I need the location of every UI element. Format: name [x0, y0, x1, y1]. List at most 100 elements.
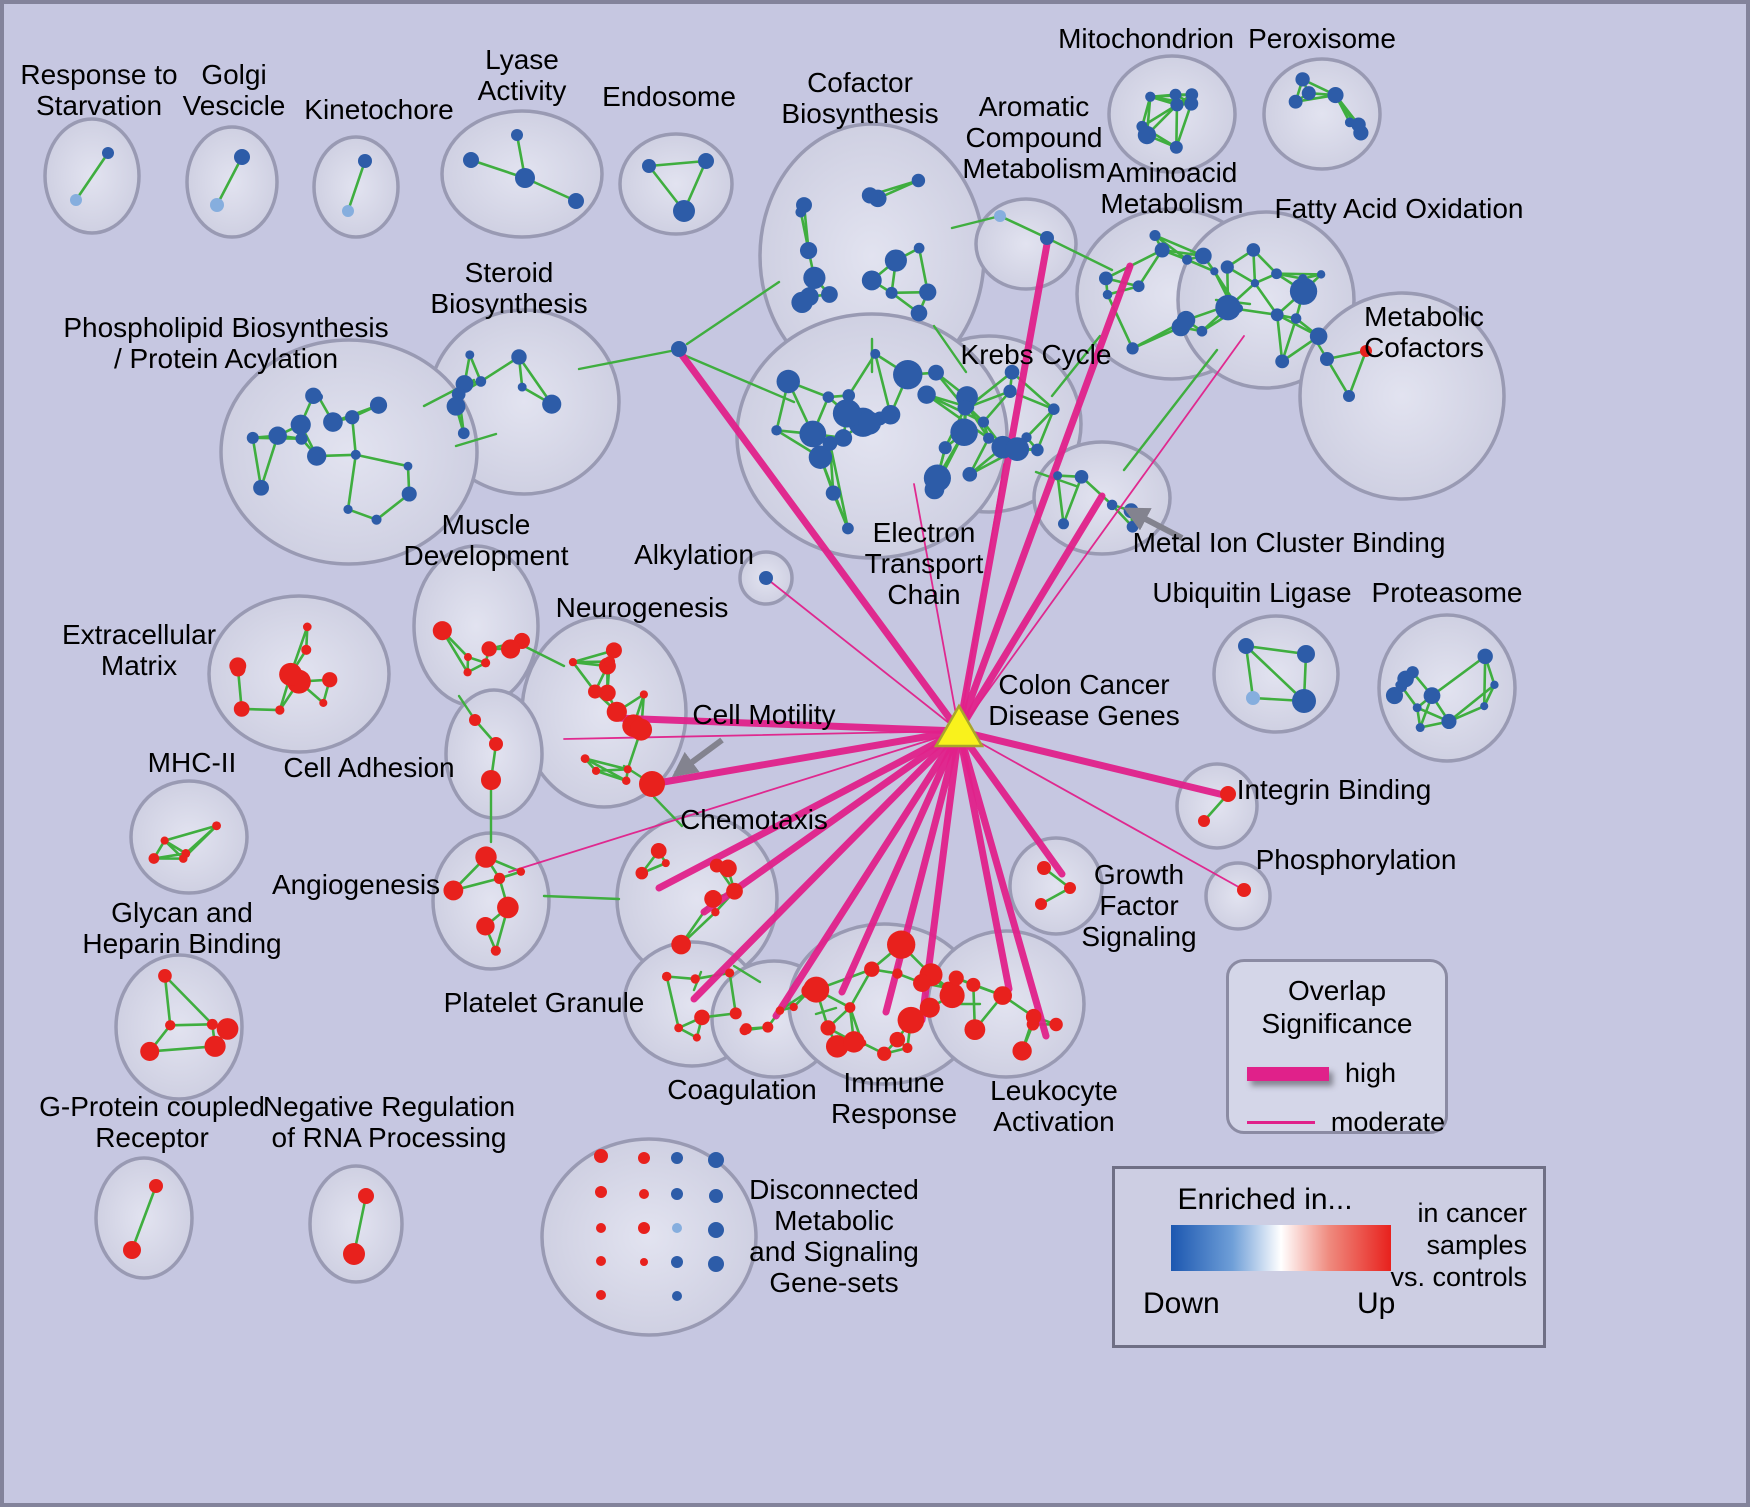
enrichment-note-line2: samples — [1426, 1230, 1527, 1260]
cluster-label-glycan-heparin-binding-line: Glycan and — [111, 897, 253, 928]
gene-set-node-integrin-binding — [1220, 786, 1236, 802]
gene-set-node-disconnected-genesets — [596, 1256, 606, 1266]
gene-set-node-electron-transport-chain — [825, 485, 841, 501]
cluster-label-neurogenesis-line: Neurogenesis — [556, 592, 729, 623]
cluster-label-leukocyte-activation-line: Leukocyte — [990, 1075, 1118, 1106]
gene-set-node-electron-transport-chain — [822, 391, 835, 403]
cluster-label-alkylation-line: Alkylation — [634, 539, 754, 570]
gene-set-node-response-to-starvation — [70, 194, 82, 206]
gene-set-node-chemotaxis — [635, 866, 649, 880]
cluster-edge-glycan-heparin-binding — [163, 974, 214, 1026]
gene-set-node-immune-response — [889, 1031, 906, 1048]
gene-set-node-aminoacid-metabolism — [1196, 325, 1208, 337]
gene-set-node-immune-response — [877, 1046, 892, 1061]
gene-set-node-cell-adhesion — [489, 737, 503, 751]
hub-link-high — [648, 727, 963, 788]
cluster-edge-ubiquitin-ligase — [1244, 644, 1306, 703]
gene-set-node-phospholipid-biosynthesis — [307, 446, 327, 466]
gene-set-node-proteasome — [1477, 648, 1493, 665]
gene-set-node-aminoacid-metabolism — [1102, 289, 1113, 300]
gene-set-node-immune-response — [919, 997, 940, 1018]
cluster-label-phospholipid-biosynthesis: Phospholipid Biosynthesis/ Protein Acyla… — [63, 312, 388, 374]
gene-set-node-lyase-activity — [568, 193, 584, 209]
enrichment-up-label: Up — [1357, 1287, 1396, 1320]
gene-set-node-immune-response — [902, 1042, 913, 1054]
hub-link-moderate — [958, 730, 1245, 891]
cluster-label-aromatic-compound-metabolism-line: Compound — [966, 122, 1103, 153]
cluster-label-aromatic-compound-metabolism-line: Metabolism — [962, 153, 1105, 184]
hub-link-high — [700, 727, 963, 916]
gene-set-node-ubiquitin-ligase — [1292, 689, 1316, 713]
gene-set-node-immune-response — [843, 1031, 865, 1053]
gene-set-node-connector — [639, 771, 665, 797]
cluster-edge-response-to-starvation — [74, 151, 110, 202]
cluster-edge-aminoacid-metabolism — [1104, 248, 1164, 280]
gene-set-node-mhc-ii — [148, 853, 160, 864]
gene-set-node-phospholipid-biosynthesis — [305, 387, 322, 404]
gene-set-node-proteasome — [1385, 686, 1404, 705]
gene-set-node-glycan-heparin-binding — [158, 969, 172, 983]
gene-set-node-angiogenesis — [497, 896, 519, 919]
cluster-edge-aminoacid-metabolism — [1153, 234, 1205, 258]
gene-set-node-proteasome — [1412, 703, 1422, 713]
gene-set-node-extracellular-matrix — [301, 644, 312, 655]
gene-set-node-metal-ion-cluster-binding — [1106, 499, 1118, 511]
gene-set-node-krebs-cycle — [1004, 364, 1020, 380]
gene-set-node-alkylation — [759, 571, 773, 585]
cluster-edge-platelet-granule — [728, 971, 738, 1015]
hub-link-moderate — [765, 577, 960, 732]
cluster-edge-krebs-cycle — [1025, 407, 1056, 439]
gene-set-node-cofactor-biosynthesis — [821, 286, 838, 303]
gene-set-node-immune-response — [897, 1006, 925, 1034]
gene-set-node-fatty-acid-oxidation — [1246, 243, 1261, 257]
gene-set-node-electron-transport-chain — [880, 405, 901, 425]
gene-set-node-electron-transport-chain — [808, 445, 833, 469]
moderate-significance-line-swatch — [1247, 1121, 1315, 1124]
inter-cluster-edge — [950, 214, 1002, 230]
gene-set-node-metabolic-cofactors — [1360, 345, 1372, 357]
inter-cluster-edge — [522, 644, 566, 668]
cluster-label-peroxisome: Peroxisome — [1248, 23, 1396, 54]
legend-significance-title: Overlap Significance — [1262, 974, 1413, 1040]
gene-set-node-chemotaxis — [704, 890, 722, 908]
gene-set-node-metabolic-cofactors — [1320, 352, 1334, 366]
gene-set-node-disconnected-genesets — [671, 1152, 683, 1164]
cluster-label-response-to-starvation-line: Response to — [20, 59, 177, 90]
gene-set-node-proteasome — [1406, 666, 1419, 679]
cluster-label-electron-transport-chain-line: Chain — [887, 579, 960, 610]
gene-set-node-krebs-cycle — [1005, 437, 1030, 462]
hub-link-high — [955, 727, 1050, 1040]
legend-row-high: high — [1229, 1058, 1445, 1089]
gene-set-node-electron-transport-chain — [822, 436, 838, 451]
gene-set-node-fatty-acid-oxidation — [1220, 260, 1234, 274]
enrichment-gradient-bar — [1171, 1225, 1391, 1271]
gene-set-node-steroid-biosynthesis — [511, 349, 527, 365]
gene-set-node-chemotaxis — [726, 882, 743, 900]
gene-set-node-glycan-heparin-binding — [140, 1041, 160, 1061]
cluster-edge-fatty-acid-oxidation — [1275, 272, 1323, 276]
cluster-label-g-protein-coupled-receptor-line: G-Protein coupled — [39, 1091, 265, 1122]
cluster-label-coagulation-line: Coagulation — [667, 1074, 816, 1105]
gene-set-node-cell-adhesion — [469, 714, 481, 726]
cluster-edge-fatty-acid-oxidation — [1253, 281, 1279, 317]
cluster-ellipse-disconnected-genesets — [540, 1137, 758, 1337]
gene-set-node-fatty-acid-oxidation — [1289, 277, 1318, 305]
cluster-label-golgi-vescicle-line: Vescicle — [183, 90, 286, 121]
gene-set-node-electron-transport-chain — [857, 411, 882, 435]
gene-set-node-metal-ion-cluster-binding — [1053, 471, 1063, 481]
cluster-edge-aromatic-compound-metabolism — [998, 214, 1049, 240]
cluster-ellipse-glycan-heparin-binding — [114, 953, 244, 1101]
cluster-ellipse-phosphorylation — [1204, 861, 1272, 931]
gene-set-node-immune-response — [803, 976, 830, 1003]
inter-cluster-edge — [685, 280, 781, 346]
gene-set-node-phospholipid-biosynthesis — [246, 431, 259, 444]
cluster-label-glycan-heparin-binding-line: Heparin Binding — [82, 928, 281, 959]
gene-set-node-growth-factor-signaling — [1035, 898, 1047, 910]
inter-cluster-edge — [454, 432, 498, 448]
cluster-label-fatty-acid-oxidation: Fatty Acid Oxidation — [1274, 193, 1523, 224]
cluster-edge-ubiquitin-ligase — [1244, 644, 1255, 700]
inter-cluster-edge — [684, 354, 796, 404]
